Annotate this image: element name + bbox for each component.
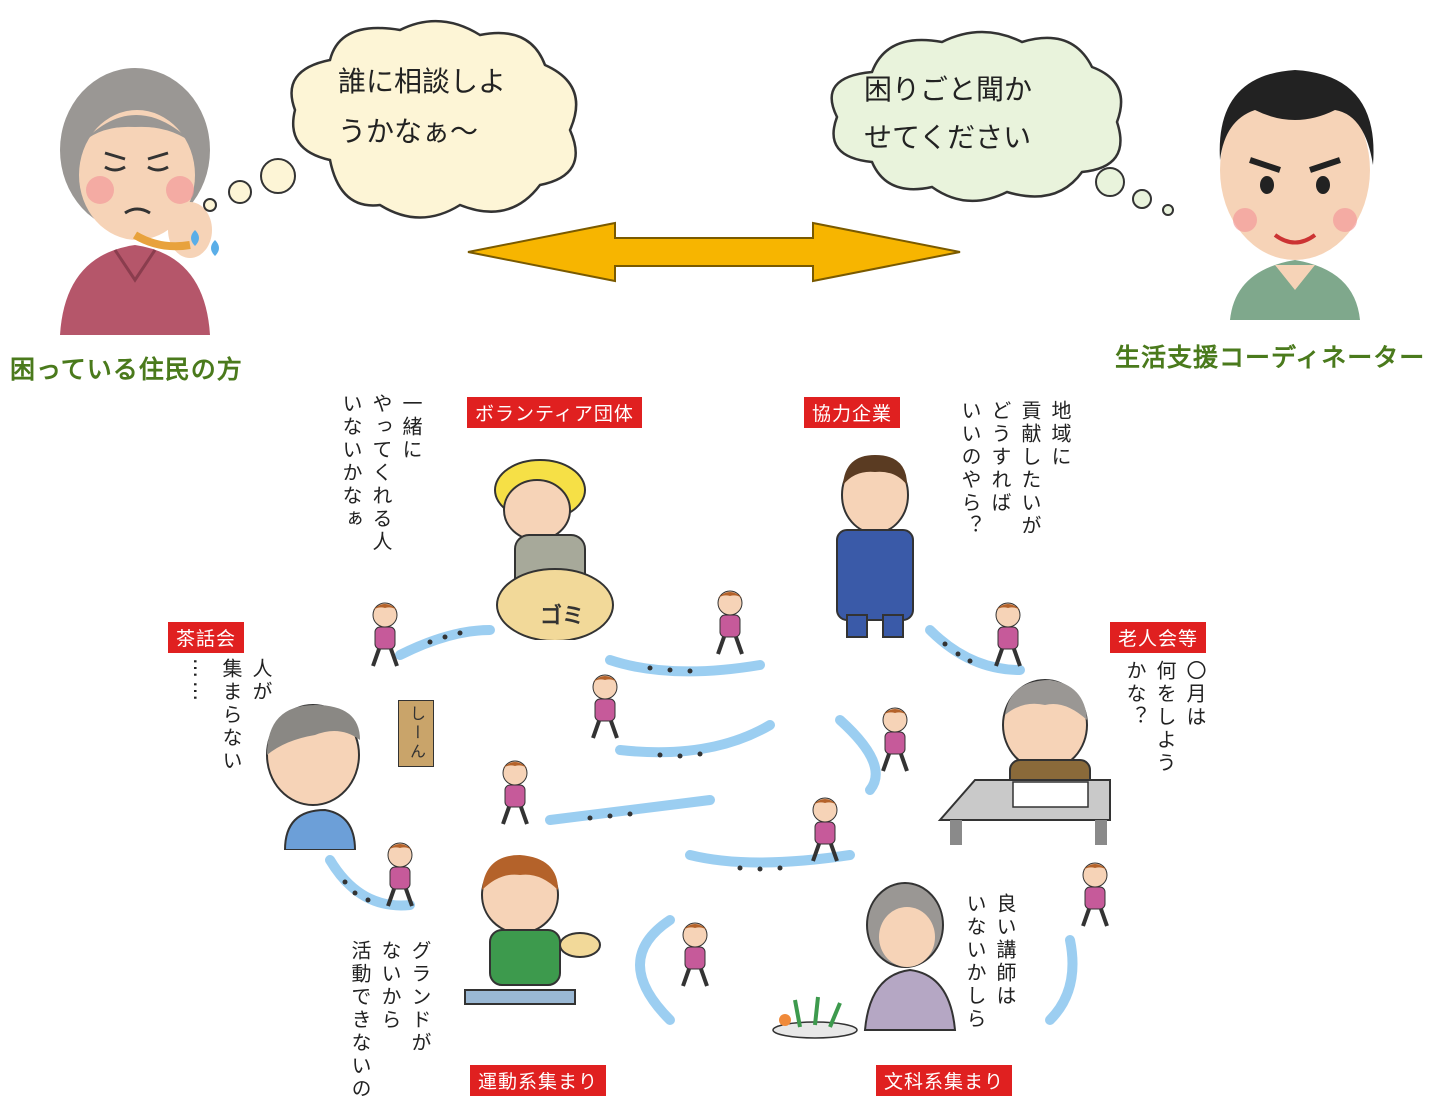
tag-elderly-club: 老人会等 bbox=[1110, 622, 1207, 653]
runner-girl-icon bbox=[1065, 860, 1125, 930]
runner-girl-icon bbox=[978, 600, 1038, 670]
coordinator-thought-bubble bbox=[812, 22, 1182, 222]
voice-sports: グランドがないから活動できないの bbox=[348, 940, 432, 1101]
elderly-man-at-desk-illustration bbox=[935, 670, 1115, 850]
tag-sports-group: 運動系集まり bbox=[470, 1065, 607, 1096]
two-way-arrow-icon bbox=[465, 220, 965, 285]
volunteer-person-illustration bbox=[465, 450, 635, 640]
coordinator-illustration bbox=[1195, 55, 1395, 320]
tea-party-person-illustration bbox=[255, 700, 375, 850]
runner-girl-icon bbox=[370, 840, 430, 910]
resident-thought-line-1: 誰に相談しよ bbox=[338, 65, 507, 98]
resident-illustration bbox=[40, 55, 230, 335]
resident-thought-bubble bbox=[190, 10, 620, 230]
tea-party-silence-sign: しーん bbox=[398, 700, 434, 767]
culture-lady-illustration bbox=[855, 875, 965, 1035]
runner-girl-icon bbox=[700, 588, 760, 658]
voice-volunteer: 一緒にやってくれる人いないかなぁ bbox=[339, 393, 423, 554]
resident-label: 困っている住民の方 bbox=[10, 355, 243, 384]
runner-trails bbox=[150, 560, 1150, 1080]
sweat-drops-icon bbox=[180, 215, 240, 275]
company-man-illustration bbox=[825, 450, 925, 640]
voice-elderly-club: 〇月は何をしようかな？ bbox=[1123, 660, 1207, 775]
voice-tea-party: 人が集まらない…… bbox=[189, 658, 273, 773]
runner-girl-icon bbox=[795, 795, 855, 865]
sports-woman-illustration bbox=[460, 850, 620, 1040]
garbage-bag-label: ゴミ bbox=[540, 604, 585, 629]
flower-arrangement-icon bbox=[770, 995, 865, 1040]
voice-company: 地域に貢献したいがどうすればいいのやら？ bbox=[958, 400, 1072, 538]
resident-thought-line-2: うかなぁ～ bbox=[338, 115, 479, 148]
runner-girl-icon bbox=[665, 920, 725, 990]
runner-girl-icon bbox=[485, 758, 545, 828]
runner-girl-icon bbox=[355, 600, 415, 670]
tag-tea-party: 茶話会 bbox=[168, 622, 245, 653]
tag-culture-group: 文科系集まり bbox=[876, 1065, 1013, 1096]
voice-culture: 良い講師はいないかしら bbox=[963, 893, 1017, 1031]
tag-partner-company: 協力企業 bbox=[804, 397, 901, 428]
coordinator-thought-line-2: せてください bbox=[864, 121, 1032, 154]
runner-girl-icon bbox=[865, 705, 925, 775]
runner-girl-icon bbox=[575, 672, 635, 742]
coordinator-thought-line-1: 困りごと聞か bbox=[864, 73, 1033, 106]
coordinator-label: 生活支援コーディネーター bbox=[1115, 343, 1426, 372]
tag-volunteer-group: ボランティア団体 bbox=[467, 397, 642, 428]
